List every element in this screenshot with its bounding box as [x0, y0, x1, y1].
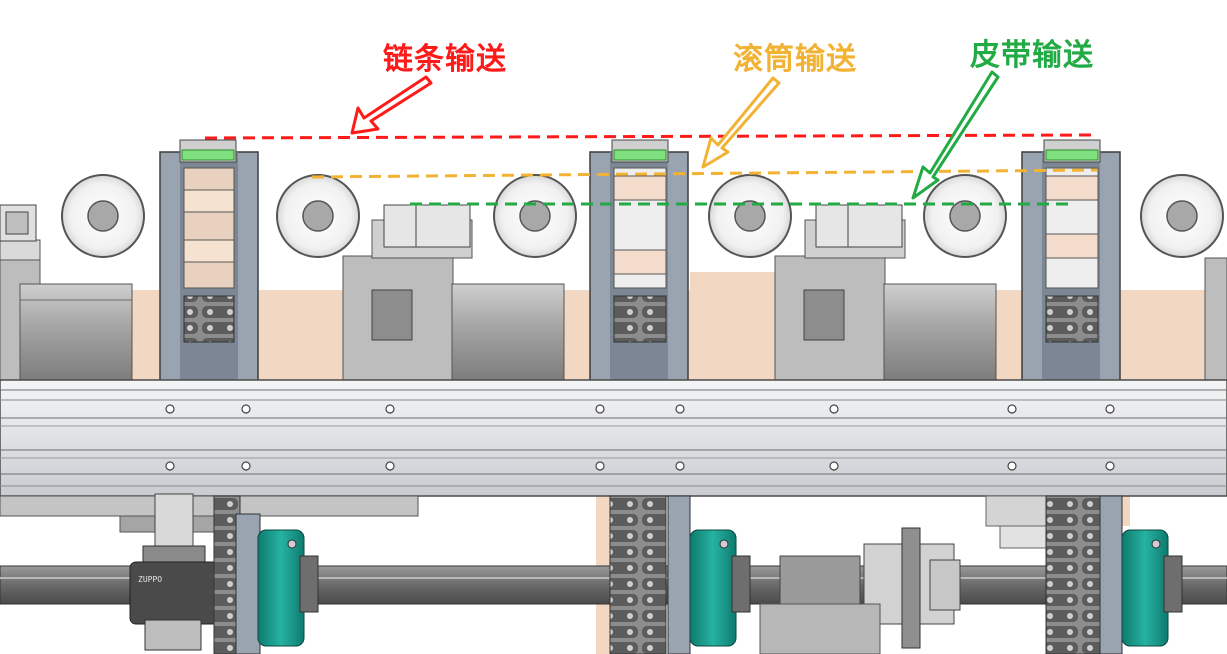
- shaft-coupling: [759, 527, 961, 654]
- flange-bearing: [1121, 529, 1183, 647]
- roller-disc: [276, 174, 360, 258]
- gear-motor: [0, 204, 133, 381]
- chain-callout-arrow: [350, 75, 433, 135]
- belt-conveyor-label: 皮带输送: [970, 38, 1094, 73]
- main-frame-beam: [0, 379, 1227, 497]
- roller-disc: [493, 174, 577, 258]
- chain-level-line: [204, 133, 1093, 140]
- roller-level-line: [311, 168, 1098, 179]
- gear-motor: [1204, 257, 1227, 381]
- lift-frame: [589, 139, 689, 385]
- roller-disc: [923, 174, 1007, 258]
- part-stamp: ZUPPO: [138, 575, 162, 584]
- drive-chain: [609, 495, 691, 654]
- roller-disc: [1140, 174, 1224, 258]
- roller-callout-arrow: [701, 76, 781, 169]
- gear-motor: [342, 204, 565, 381]
- roller-disc: [708, 174, 792, 258]
- roller-disc: [61, 174, 145, 258]
- conveyor-level-lines: [204, 133, 1098, 206]
- shaft-coupling: ZUPPO: [129, 493, 221, 651]
- drive-chain: [1045, 495, 1123, 654]
- flange-bearing: [257, 529, 319, 647]
- chain-conveyor-label: 链条输送: [383, 42, 507, 77]
- flange-bearing: [689, 529, 751, 647]
- roller-conveyor-label: 滚筒输送: [733, 42, 857, 77]
- lift-frame: [159, 139, 259, 385]
- belt-callout-arrow: [911, 70, 1000, 200]
- lift-frame: [1021, 139, 1121, 385]
- roller-discs: [61, 174, 1224, 258]
- drive-chain: [213, 495, 261, 654]
